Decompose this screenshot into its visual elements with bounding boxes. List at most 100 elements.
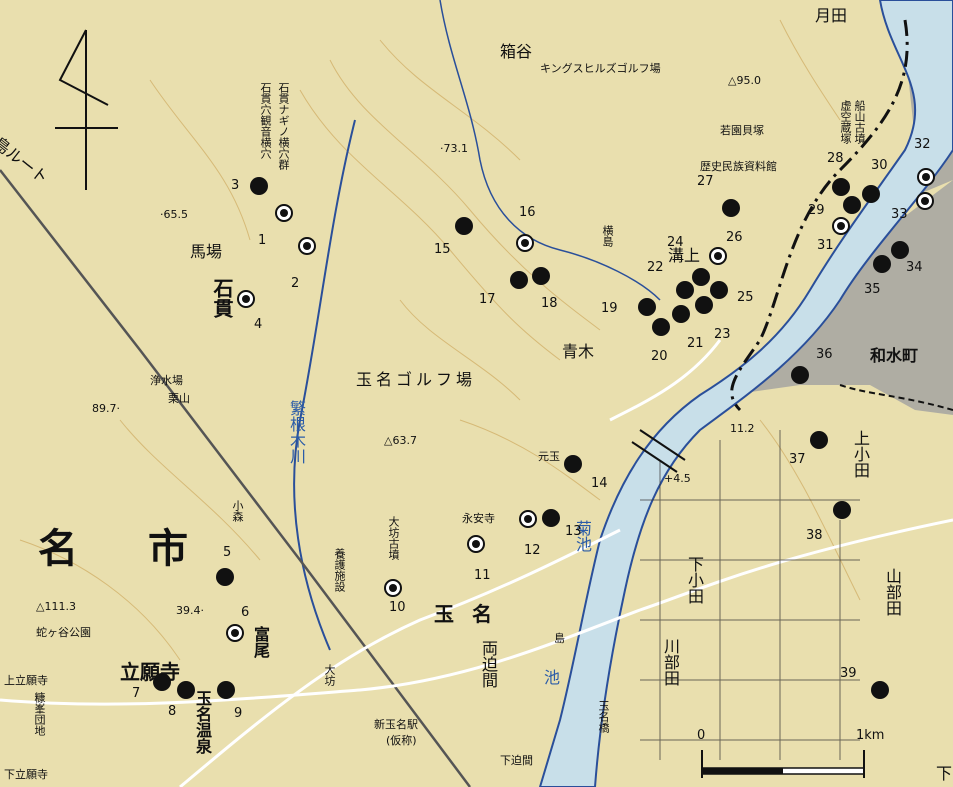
site-marker-dot-24 (692, 268, 710, 286)
site-marker-center-6 (231, 629, 239, 637)
label-kawabeda: 川部田 (661, 638, 680, 686)
site-marker-center-10 (389, 584, 397, 592)
label-yougoshisetsu: 養護施設 (333, 548, 346, 592)
site-marker-dot-25 (710, 281, 728, 299)
label-tsukida: 月田 (815, 6, 848, 25)
site-label-32: 32 (914, 137, 931, 152)
site-label-20: 20 (651, 349, 668, 364)
north-arrow (55, 29, 118, 190)
site-label-4: 4 (254, 317, 263, 332)
site-label-13: 13 (565, 524, 582, 539)
site-label-15: 15 (434, 242, 451, 257)
site-marker-dot-22 (676, 281, 694, 299)
label-tamana: 玉名 (434, 602, 510, 626)
label-funayama: 船山古墳 (853, 100, 866, 144)
site-label-9: 9 (234, 706, 243, 721)
site-label-26: 26 (726, 230, 743, 245)
site-label-31: 31 (817, 238, 834, 253)
site-marker-dot-28 (832, 178, 850, 196)
site-marker-dot-8 (177, 681, 195, 699)
site-label-39: 39 (840, 666, 857, 681)
label-wakazono: 若園貝塚 (720, 124, 764, 137)
site-marker-dot-36 (791, 366, 809, 384)
site-label-27: 27 (697, 174, 714, 189)
label-shimosakoma: 下迫間 (500, 754, 533, 767)
site-label-36: 36 (816, 347, 833, 362)
site-label-2: 2 (291, 276, 300, 291)
site-label-19: 19 (601, 301, 618, 316)
site-marker-dot-5 (216, 568, 234, 586)
label-nagomimachi: 和水町 (870, 346, 919, 365)
label-kari: (仮称) (386, 734, 417, 747)
site-label-23: 23 (714, 327, 731, 342)
site-label-12: 12 (524, 543, 541, 558)
site-label-22: 22 (647, 260, 664, 275)
label-kokuzozo: 虚空蔵塚 (839, 100, 852, 144)
label-museum: 歴史民族資料館 (700, 160, 777, 173)
label-kanosha: 糠峯団地 (33, 692, 46, 736)
label-elev-394: 39.4· (176, 604, 204, 617)
scale-bar (701, 750, 865, 778)
site-label-1: 1 (258, 233, 267, 248)
site-label-25: 25 (737, 290, 754, 305)
site-marker-dot-17 (510, 271, 528, 289)
site-marker-center-26 (714, 252, 722, 260)
site-marker-dot-39 (871, 681, 889, 699)
site-label-24: 24 (667, 235, 684, 250)
site-marker-center-2 (303, 242, 311, 250)
site-marker-dot-7 (153, 673, 171, 691)
scale-zero-label: 0 (697, 728, 706, 743)
site-label-16: 16 (519, 205, 536, 220)
site-marker-dot-38 (833, 501, 851, 519)
label-shimo: 下 (936, 764, 953, 783)
label-yamabeda: 山部田 (883, 568, 902, 616)
label-elev-731: ·73.1 (440, 142, 468, 155)
site-marker-dot-30 (862, 185, 880, 203)
site-label-35: 35 (864, 282, 881, 297)
label-shin-tamana: 新玉名駅 (374, 718, 418, 731)
label-tamana-golf: 玉名ゴルフ場 (356, 370, 477, 389)
label-oobo: 大坊 (323, 664, 336, 686)
site-label-29: 29 (808, 203, 825, 218)
label-kami-tateganji: 上立願寺 (4, 674, 48, 687)
site-label-34: 34 (906, 260, 923, 275)
site-label-33: 33 (891, 207, 908, 222)
label-ishinuki-nagi: 石貫ナギノ横穴群 (277, 82, 290, 170)
label-baba: 馬場 (190, 242, 223, 261)
site-label-6: 6 (241, 605, 250, 620)
label-shimoooda: 下小田 (685, 556, 704, 604)
site-label-11: 11 (474, 568, 491, 583)
site-marker-center-31 (837, 222, 845, 230)
site-label-3: 3 (231, 178, 240, 193)
label-ike: 池 (544, 668, 561, 687)
site-marker-dot-23 (695, 296, 713, 314)
site-label-7: 7 (132, 686, 141, 701)
label-tateganji: 立願寺 (120, 660, 180, 684)
site-label-28: 28 (827, 151, 844, 166)
site-marker-center-11 (472, 540, 480, 548)
label-ryosakoma: 両迫間 (479, 640, 498, 688)
label-jakotani: 蛇ヶ谷公園 (36, 626, 91, 639)
site-marker-dot-19 (638, 298, 656, 316)
label-oobou-kofun: 大坊古墳 (387, 516, 400, 560)
site-label-37: 37 (789, 452, 806, 467)
label-elev-112: 11.2 (730, 422, 755, 435)
site-label-17: 17 (479, 292, 496, 307)
site-marker-dot-27 (722, 199, 740, 217)
label-motogyoku: 元玉 (538, 450, 560, 463)
site-markers (153, 168, 935, 699)
site-marker-dot-3 (250, 177, 268, 195)
site-marker-dot-21 (672, 305, 690, 323)
site-marker-dot-9 (217, 681, 235, 699)
label-mizokami: 溝上 (668, 246, 701, 265)
site-label-18: 18 (541, 296, 558, 311)
site-marker-center-1 (280, 209, 288, 217)
label-ishinuki-anakannon: 石貫穴観音横穴 (259, 82, 272, 159)
label-shigeki: 繁根木川 (287, 400, 306, 464)
site-marker-dot-34 (891, 241, 909, 259)
site-label-38: 38 (806, 528, 823, 543)
site-marker-dot-20 (652, 318, 670, 336)
label-elev-45: +4.5 (664, 472, 691, 485)
label-elev-637: △63.7 (384, 434, 417, 447)
